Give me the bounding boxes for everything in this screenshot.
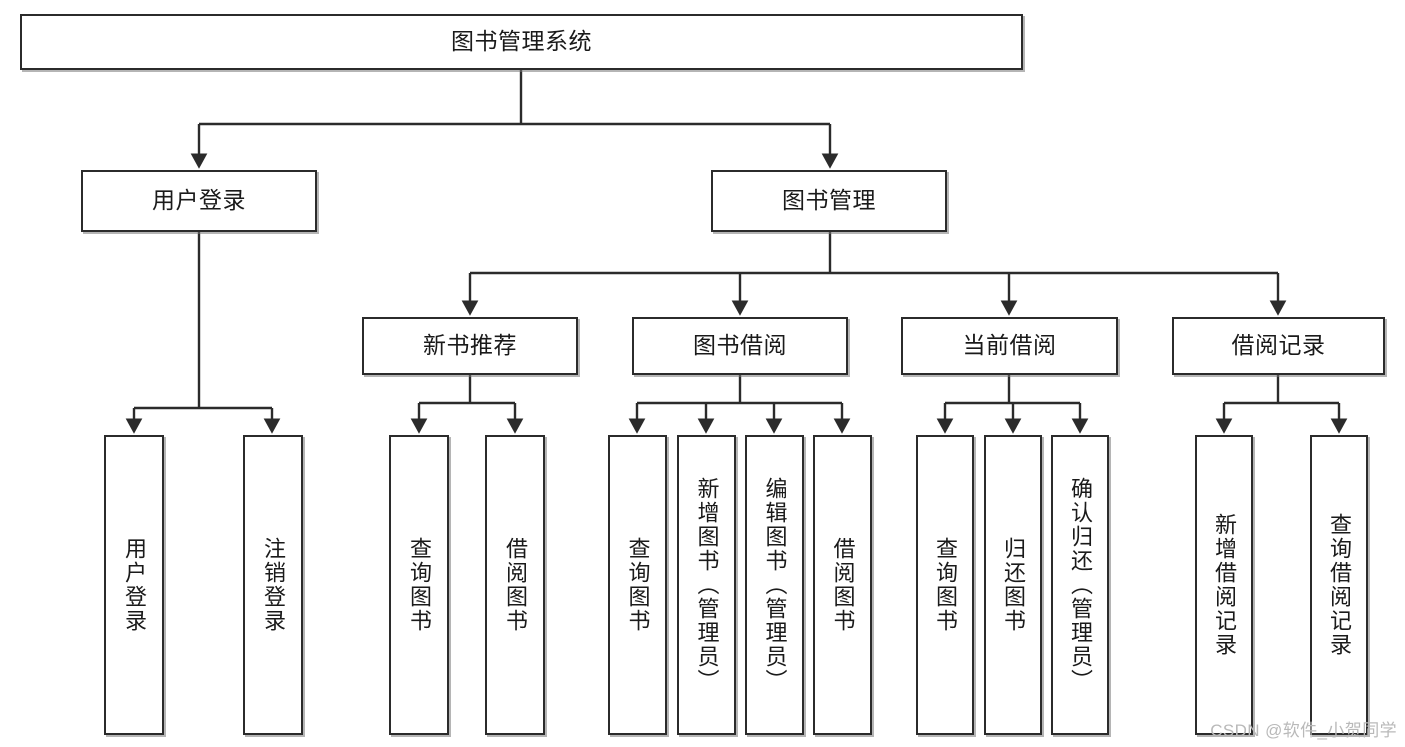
watermark: CSDN @软件_小贺同学 (1210, 721, 1397, 740)
node-book-borrow[interactable]: 图书借阅 (632, 317, 848, 375)
node-user-login-action[interactable]: 用户登录 (104, 435, 164, 735)
node-user-login-action-label: 用户登录 (122, 537, 147, 633)
node-borrow-edit-book-label: 编辑图书（管理员） (762, 477, 788, 693)
node-record-query[interactable]: 查询借阅记录 (1310, 435, 1368, 735)
node-current-return-book[interactable]: 归还图书 (984, 435, 1042, 735)
node-user-logout-action-label: 注销登录 (261, 537, 286, 633)
node-user-login-label: 用户登录 (152, 187, 246, 214)
node-book-borrow-label: 图书借阅 (693, 332, 787, 359)
node-user-login[interactable]: 用户登录 (81, 170, 317, 232)
node-borrow-borrow-book[interactable]: 借阅图书 (813, 435, 872, 735)
node-current-query-book-label: 查询图书 (933, 537, 958, 633)
node-book-management[interactable]: 图书管理 (711, 170, 947, 232)
node-current-confirm-return[interactable]: 确认归还（管理员） (1051, 435, 1109, 735)
node-borrow-record-label: 借阅记录 (1231, 332, 1326, 359)
node-current-query-book[interactable]: 查询图书 (916, 435, 974, 735)
node-new-book-recommend-label: 新书推荐 (423, 332, 517, 359)
node-recommend-query-book[interactable]: 查询图书 (389, 435, 449, 735)
node-borrow-borrow-book-label: 借阅图书 (830, 537, 856, 633)
node-current-return-book-label: 归还图书 (1001, 537, 1026, 633)
node-borrow-add-book[interactable]: 新增图书（管理员） (677, 435, 736, 735)
node-current-borrow[interactable]: 当前借阅 (901, 317, 1118, 375)
node-root[interactable]: 图书管理系统 (20, 14, 1023, 70)
node-recommend-query-book-label: 查询图书 (407, 537, 432, 633)
node-record-add[interactable]: 新增借阅记录 (1195, 435, 1253, 735)
node-record-query-label: 查询借阅记录 (1327, 513, 1352, 657)
node-borrow-add-book-label: 新增图书（管理员） (694, 477, 720, 693)
node-user-logout-action[interactable]: 注销登录 (243, 435, 303, 735)
node-recommend-borrow-book-label: 借阅图书 (503, 537, 528, 633)
node-record-add-label: 新增借阅记录 (1212, 513, 1237, 657)
node-borrow-record[interactable]: 借阅记录 (1172, 317, 1385, 375)
node-current-confirm-return-label: 确认归还（管理员） (1068, 477, 1093, 693)
node-borrow-query-book-label: 查询图书 (625, 537, 651, 633)
node-recommend-borrow-book[interactable]: 借阅图书 (485, 435, 545, 735)
node-new-book-recommend[interactable]: 新书推荐 (362, 317, 578, 375)
node-book-management-label: 图书管理 (782, 187, 876, 214)
node-borrow-query-book[interactable]: 查询图书 (608, 435, 667, 735)
node-current-borrow-label: 当前借阅 (962, 332, 1057, 359)
node-borrow-edit-book[interactable]: 编辑图书（管理员） (745, 435, 804, 735)
node-root-label: 图书管理系统 (451, 28, 592, 55)
